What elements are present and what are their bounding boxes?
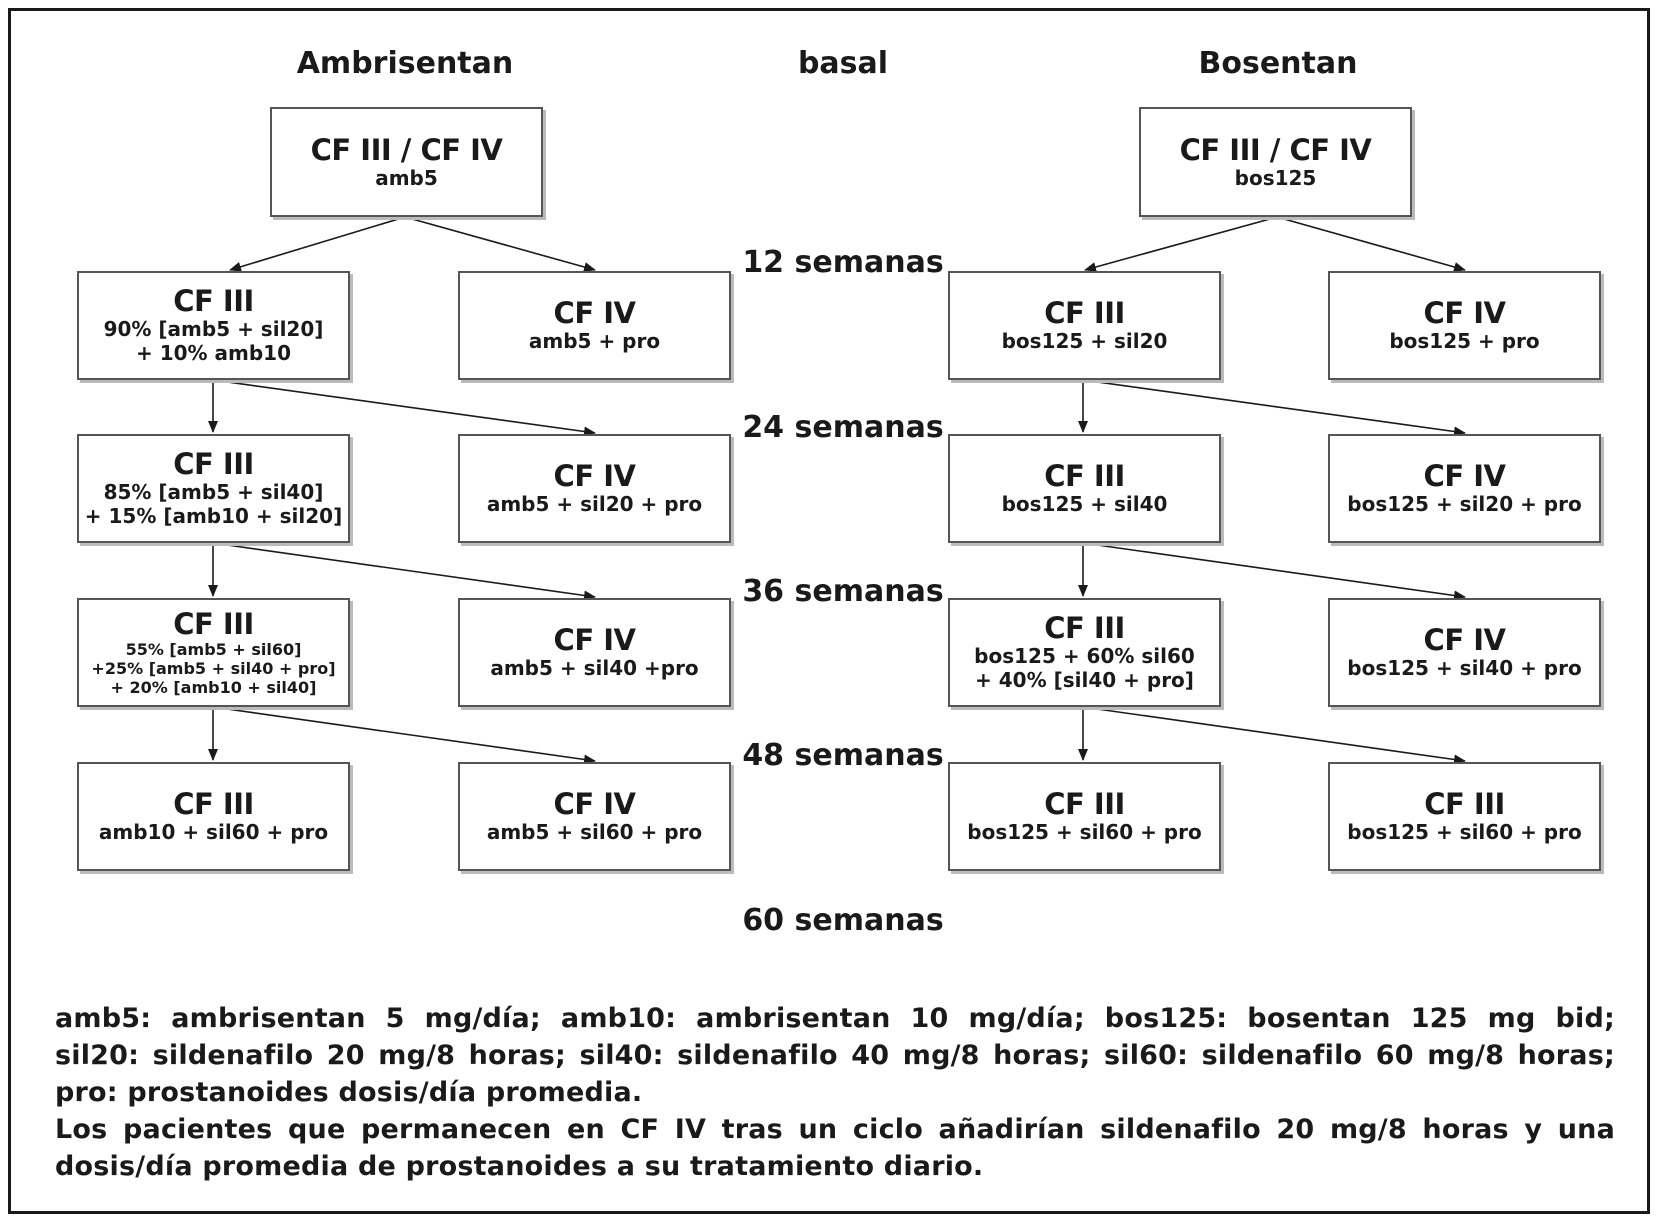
box-line: amb5 + sil20 + pro: [486, 492, 703, 516]
bos-w24-cf3-box: CF III bos125 + sil40: [948, 434, 1221, 543]
arrow-bos-start-to-w12-iv: [1276, 216, 1466, 272]
arrow-amb-start-to-w12-iv: [404, 216, 596, 272]
amb-w36-cf4-box: CF IV amb5 + sil40 +pro: [458, 598, 731, 707]
box-title: CF III / CF IV: [310, 132, 503, 167]
legend-footnote: amb5: ambrisentan 5 mg/día; amb10: ambri…: [55, 1000, 1615, 1185]
header-basal: basal: [797, 46, 889, 81]
box-line: + 15% [amb10 + sil20]: [84, 504, 343, 528]
box-title: CF IV: [553, 296, 636, 330]
box-line: amb5 + pro: [528, 329, 661, 353]
box-line: bos125 + pro: [1389, 329, 1540, 353]
amb-w48-cf4-box: CF IV amb5 + sil60 + pro: [458, 762, 731, 871]
box-title: CF IV: [553, 459, 636, 493]
box-line: amb5 + sil40 +pro: [490, 656, 699, 680]
bos-w24-cf4-box: CF IV bos125 + sil20 + pro: [1328, 434, 1601, 543]
timeline-label-48: 48 semanas: [742, 738, 944, 773]
box-title: CF IV: [553, 623, 636, 657]
box-line: bos125: [1234, 165, 1317, 190]
bos-w36-cf3-box: CF III bos125 + 60% sil60 + 40% [sil40 +…: [948, 598, 1221, 707]
box-line: + 20% [amb10 + sil40]: [110, 677, 317, 697]
bos-w36-cf4-box: CF IV bos125 + sil40 + pro: [1328, 598, 1601, 707]
box-line: 55% [amb5 + sil60]: [125, 639, 302, 659]
box-line: + 10% amb10: [135, 341, 292, 365]
box-line: +25% [amb5 + sil40 + pro]: [91, 658, 336, 678]
amb-w36-cf3-box: CF III 55% [amb5 + sil60] +25% [amb5 + s…: [77, 598, 350, 707]
box-title: CF III: [1044, 296, 1125, 330]
box-line: 85% [amb5 + sil40]: [103, 480, 324, 504]
box-line: amb5: [375, 165, 438, 190]
box-line: bos125 + sil40: [1001, 492, 1168, 516]
box-title: CF IV: [1423, 459, 1506, 493]
box-title: CF III: [173, 606, 254, 641]
box-title: CF IV: [1423, 296, 1506, 330]
box-line: bos125 + sil40 + pro: [1347, 656, 1582, 680]
amb-w48-cf3-box: CF III amb10 + sil60 + pro: [77, 762, 350, 871]
arrow-bos-start-to-w12-iii: [1084, 216, 1278, 272]
timeline-label-60: 60 semanas: [742, 903, 944, 938]
box-line: bos125 + sil60 + pro: [967, 820, 1202, 844]
box-title: CF IV: [1423, 623, 1506, 657]
box-line: bos125 + 60% sil60: [974, 644, 1195, 668]
box-line: amb10 + sil60 + pro: [98, 820, 329, 844]
arrow-amb-w36-to-w48-iv: [212, 706, 596, 765]
box-line: amb5 + sil60 + pro: [486, 820, 703, 844]
arrow-bos-w36-to-w48-iv: [1082, 706, 1466, 765]
bos-w48-cf3-box: CF III bos125 + sil60 + pro: [948, 762, 1221, 871]
box-title: CF III: [1044, 787, 1125, 821]
arrow-amb-w24-to-w36-iv: [212, 542, 596, 601]
box-title: CF III: [173, 787, 254, 821]
bos-start-box: CF III / CF IV bos125: [1139, 107, 1412, 217]
timeline-label-36: 36 semanas: [742, 574, 944, 609]
arrow-bos-w12-to-w24-iv: [1082, 379, 1466, 437]
legend-line: Los pacientes que permanecen en CF IV tr…: [55, 1114, 1615, 1145]
amb-w12-cf4-box: CF IV amb5 + pro: [458, 271, 731, 380]
box-title: CF III: [1044, 459, 1125, 493]
box-title: CF III: [1424, 787, 1505, 821]
legend-line: dosis/día promedia de prostanoides a su …: [55, 1151, 984, 1182]
timeline-label-12: 12 semanas: [742, 245, 944, 280]
timeline-label-24: 24 semanas: [742, 410, 944, 445]
box-line: + 40% [sil40 + pro]: [975, 668, 1194, 692]
amb-start-box: CF III / CF IV amb5: [270, 107, 543, 217]
legend-line: sil20: sildenafilo 20 mg/8 horas; sil40:…: [55, 1040, 1615, 1071]
legend-line: amb5: ambrisentan 5 mg/día; amb10: ambri…: [55, 1003, 1615, 1034]
box-title: CF III: [173, 447, 254, 481]
box-title: CF III / CF IV: [1179, 132, 1372, 167]
box-line: bos125 + sil60 + pro: [1347, 820, 1582, 844]
box-line: bos125 + sil20: [1001, 329, 1168, 353]
box-line: 90% [amb5 + sil20]: [103, 317, 324, 341]
bos-w48-cf4-box: CF III bos125 + sil60 + pro: [1328, 762, 1601, 871]
box-title: CF IV: [553, 787, 636, 821]
box-title: CF III: [1044, 611, 1125, 645]
amb-w24-cf4-box: CF IV amb5 + sil20 + pro: [458, 434, 731, 543]
header-bosentan: Bosentan: [1198, 46, 1358, 81]
legend-line: pro: prostanoides dosis/día promedia.: [55, 1077, 643, 1108]
bos-w12-cf4-box: CF IV bos125 + pro: [1328, 271, 1601, 380]
amb-w24-cf3-box: CF III 85% [amb5 + sil40] + 15% [amb10 +…: [77, 434, 350, 543]
arrow-bos-w24-to-w36-iv: [1082, 542, 1466, 601]
box-line: bos125 + sil20 + pro: [1347, 492, 1582, 516]
arrow-amb-w12-to-w24-iv: [212, 379, 596, 437]
amb-w12-cf3-box: CF III 90% [amb5 + sil20] + 10% amb10: [77, 271, 350, 380]
header-ambrisentan: Ambrisentan: [296, 46, 514, 81]
box-title: CF III: [173, 284, 254, 318]
bos-w12-cf3-box: CF III bos125 + sil20: [948, 271, 1221, 380]
arrow-amb-start-to-w12-iii: [229, 216, 406, 272]
diagram-frame: [8, 8, 1650, 1214]
